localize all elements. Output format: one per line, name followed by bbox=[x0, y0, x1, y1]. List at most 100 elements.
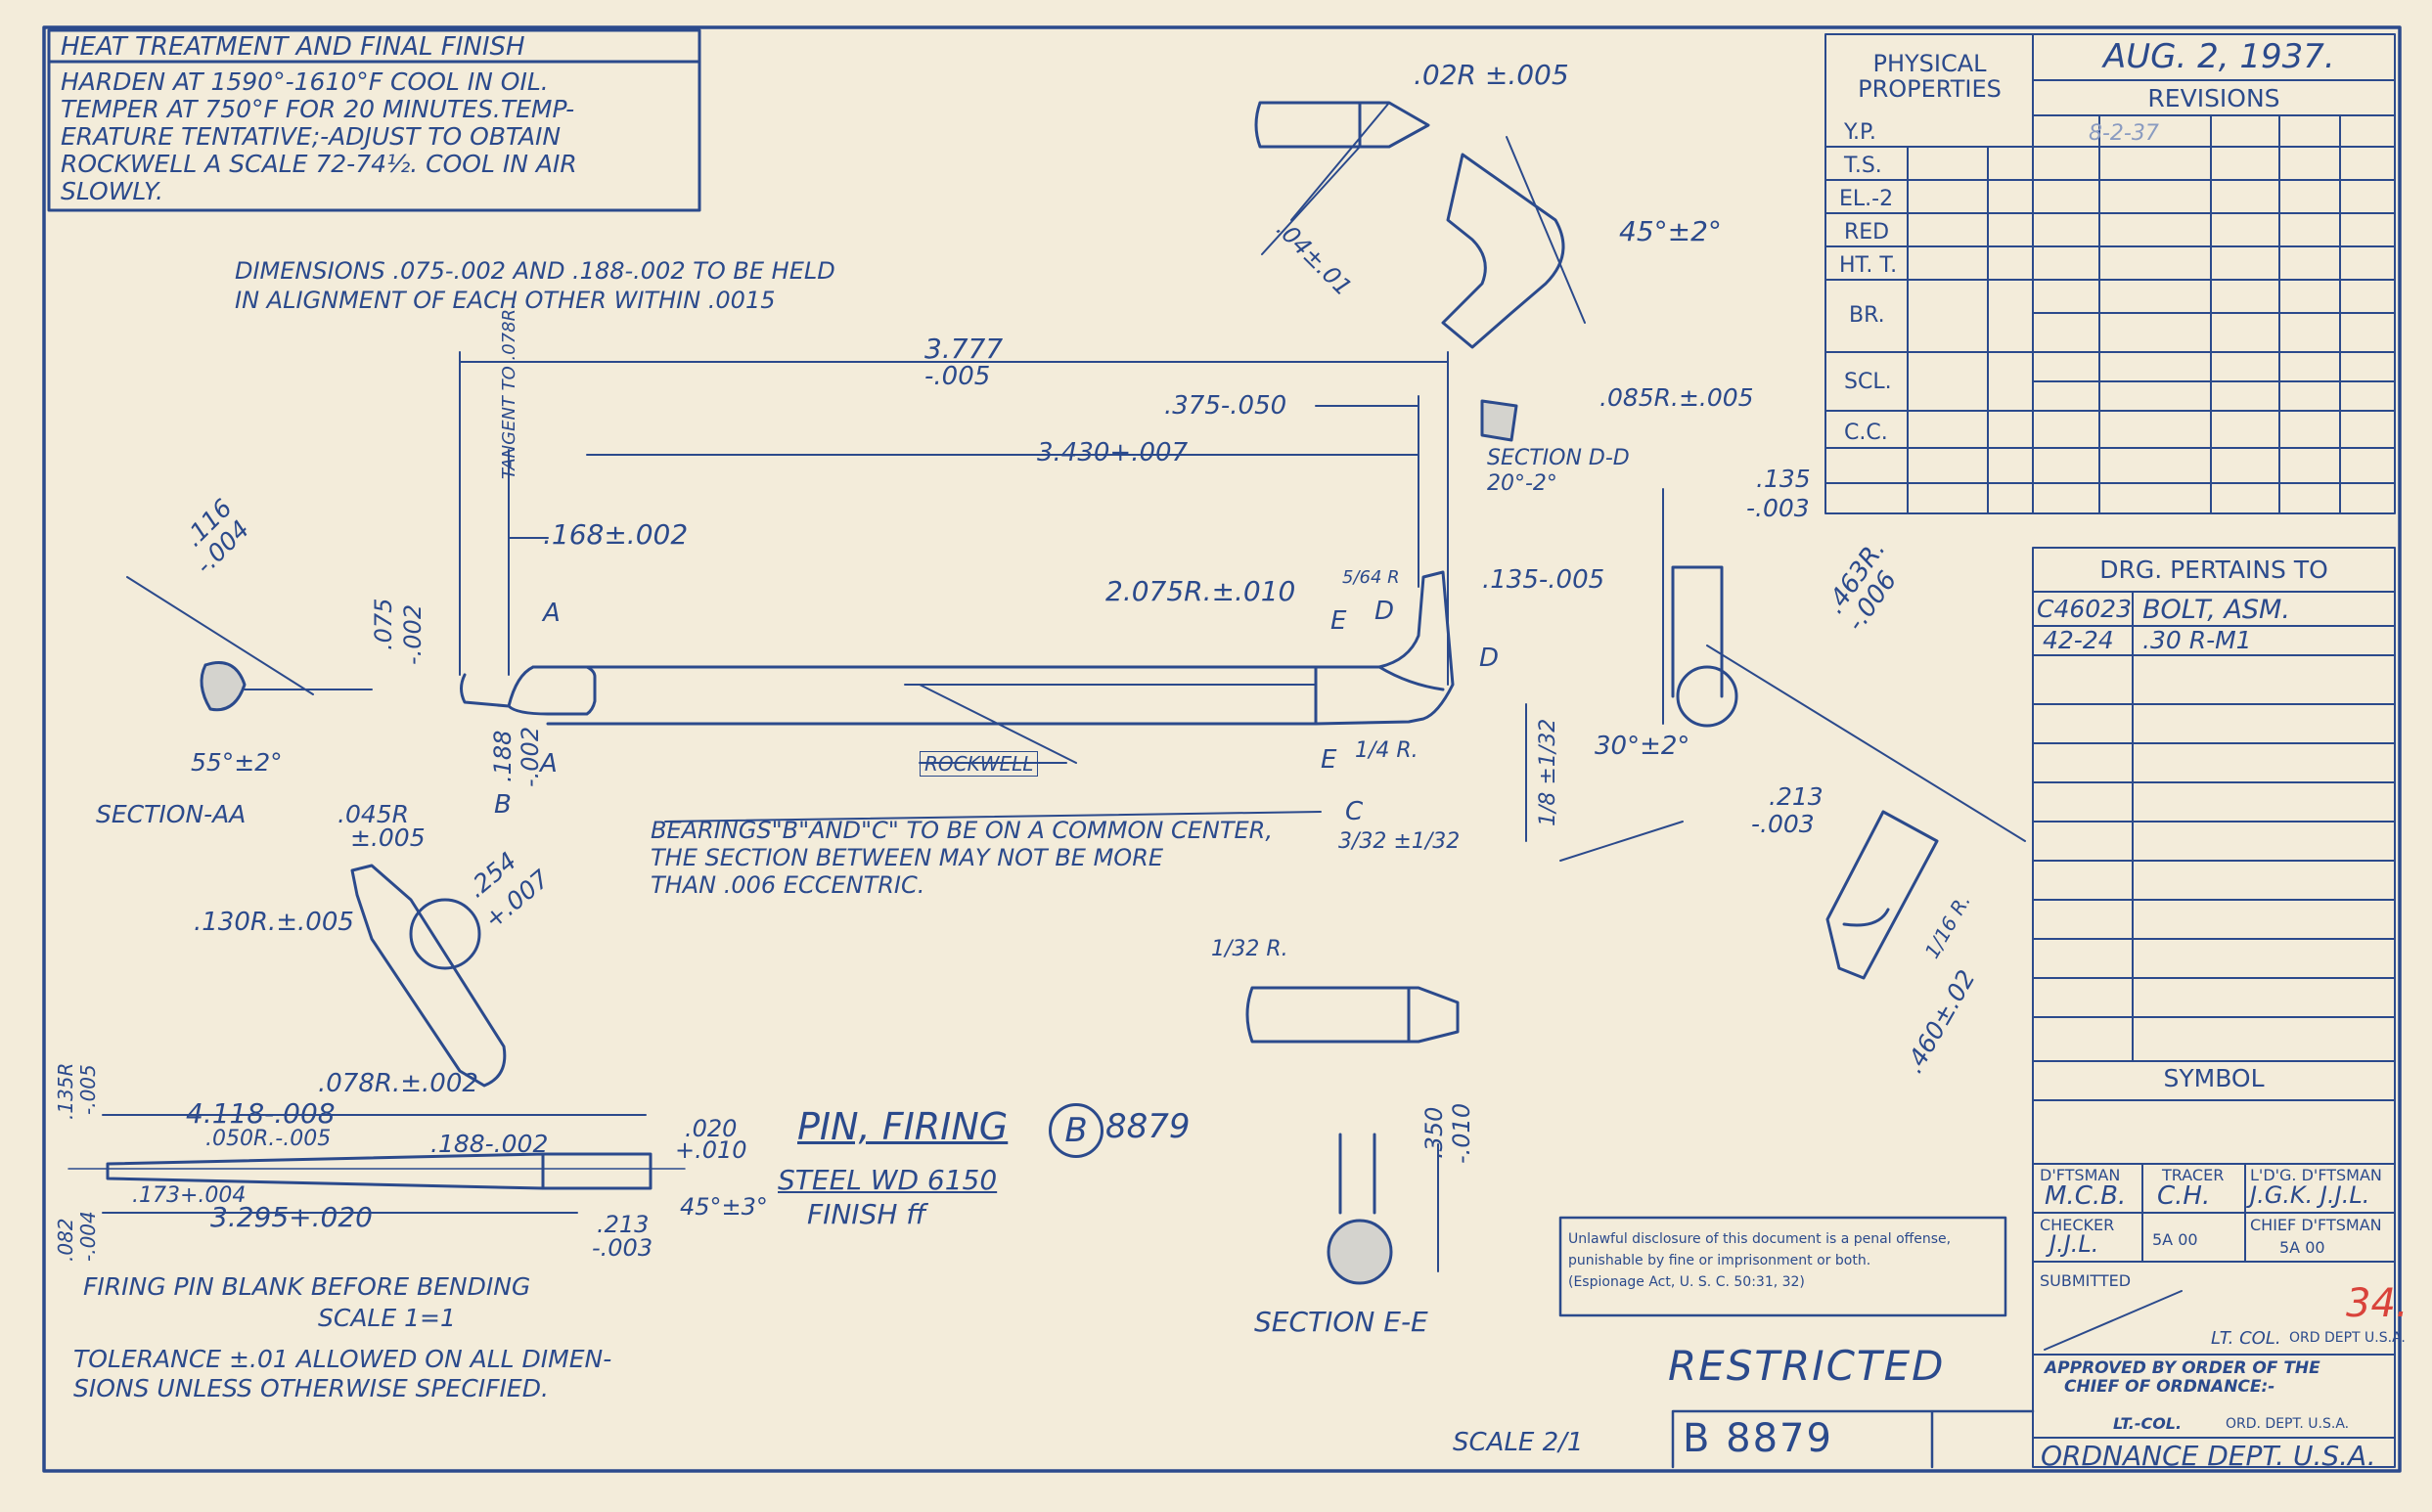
label-c: C bbox=[1345, 797, 1364, 826]
blank-213: .213 bbox=[597, 1211, 650, 1238]
red-mark: 34. bbox=[2346, 1281, 2409, 1326]
dim-168: .168±.002 bbox=[543, 518, 689, 551]
section-ee-label: SECTION E-E bbox=[1254, 1306, 1428, 1338]
notice-box bbox=[1558, 1216, 2007, 1317]
radius-1-32: 1/32 R. bbox=[1211, 937, 1288, 961]
firing-pin-main-view bbox=[460, 570, 1455, 726]
radius-1-4: 1/4 R. bbox=[1355, 738, 1419, 763]
heat-line: HARDEN AT 1590°-1610°F COOL IN OIL. bbox=[61, 67, 549, 96]
revisions-grid bbox=[2032, 33, 2396, 514]
alignment-note: DIMENSIONS .075-.002 AND .188-.002 TO BE… bbox=[235, 256, 835, 315]
approved-dept: ORD. DEPT. U.S.A. bbox=[2226, 1416, 2350, 1432]
dim-3-32: 3/32 ±1/32 bbox=[1338, 829, 1461, 854]
part-circle-letter: B bbox=[1049, 1103, 1103, 1158]
angle-55: 55°±2° bbox=[191, 748, 283, 777]
dim-350: .350 bbox=[1420, 1106, 1448, 1159]
prop-el: EL.-2 bbox=[1839, 187, 1894, 211]
notice-line: Unlawful disclosure of this document is … bbox=[1568, 1231, 1952, 1247]
right-detail bbox=[1671, 565, 1939, 980]
angle-30: 30°±2° bbox=[1595, 732, 1690, 761]
blank-note: FIRING PIN BLANK BEFORE BENDING SCALE 1=… bbox=[83, 1271, 530, 1334]
angle-45: 45°±2° bbox=[1619, 215, 1722, 247]
tracer-signature: C.H. bbox=[2157, 1181, 2211, 1211]
part-name: PIN, FIRING bbox=[797, 1105, 1009, 1148]
prop-red: RED bbox=[1844, 220, 1890, 245]
approved-line: APPROVED BY ORDER OF THE bbox=[2045, 1358, 2320, 1378]
rockwell-label: ROCKWELL bbox=[920, 751, 1039, 777]
drawing-date: AUG. 2, 1937. bbox=[2103, 37, 2335, 76]
prop-br: BR. bbox=[1849, 303, 1885, 328]
dim-075: .075 bbox=[370, 598, 397, 650]
dim-213: .213 bbox=[1769, 782, 1824, 811]
symbol-label: SYMBOL bbox=[2163, 1064, 2265, 1092]
approved-text: APPROVED BY ORDER OF THE CHIEF OF ORDNAN… bbox=[2045, 1359, 2320, 1397]
dftsman-label: D'FTSMAN bbox=[2040, 1166, 2121, 1184]
label-b: B bbox=[494, 790, 512, 820]
blank-173: .173+.004 bbox=[132, 1183, 247, 1208]
label-d-top: D bbox=[1374, 597, 1395, 626]
chief-label: CHIEF D'FTSMAN bbox=[2250, 1216, 2382, 1234]
blank-020: .020 bbox=[685, 1115, 738, 1142]
properties-title: PHYSICAL PROPERTIES bbox=[1829, 51, 2030, 102]
heat-treatment-text: HARDEN AT 1590°-1610°F COOL IN OIL. TEMP… bbox=[61, 68, 577, 205]
properties-title-line: PHYSICAL bbox=[1872, 50, 1987, 77]
approved-role: LT.-COL. bbox=[2113, 1414, 2183, 1433]
tolerance-note: TOLERANCE ±.01 ALLOWED ON ALL DIMEN- SIO… bbox=[73, 1345, 611, 1403]
notice-line: (Espionage Act, U. S. C. 50:31, 32) bbox=[1568, 1274, 1805, 1290]
revision-entry: 8-2-37 bbox=[2089, 121, 2159, 146]
dftsman-signature: M.C.B. bbox=[2045, 1181, 2127, 1211]
blank-050r: .050R.-.005 bbox=[205, 1127, 332, 1151]
prop-cc: C.C. bbox=[1844, 421, 1888, 445]
properties-title-line: PROPERTIES bbox=[1858, 75, 2002, 103]
ordnance-dept: ORDNANCE DEPT. U.S.A. bbox=[2041, 1440, 2376, 1472]
pertains-desc-1: BOLT, ASM. bbox=[2142, 595, 2290, 625]
prop-yp: Y.P. bbox=[1844, 120, 1876, 145]
radius-5-64: 5/64 R bbox=[1342, 567, 1400, 588]
pertains-title: DRG. PERTAINS TO bbox=[2099, 556, 2328, 584]
dim-1-8: 1/8 ±1/32 bbox=[1536, 718, 1560, 826]
blank-3295: 3.295+.020 bbox=[210, 1201, 373, 1233]
note-line: THAN .006 ECCENTRIC. bbox=[651, 871, 925, 899]
number-box bbox=[1671, 1409, 2035, 1469]
scale-label: SCALE 2/1 bbox=[1453, 1428, 1584, 1457]
pertains-desc-2: .30 R-M1 bbox=[2142, 626, 2252, 654]
disclosure-notice: Unlawful disclosure of this document is … bbox=[1568, 1228, 1951, 1293]
dim-078r: .078R.±.002 bbox=[318, 1069, 478, 1098]
blank-135r-tol: -.005 bbox=[76, 1064, 100, 1115]
heat-line: ROCKWELL A SCALE 72-74½. COOL IN AIR bbox=[61, 150, 577, 178]
tracer-label: TRACER bbox=[2162, 1166, 2225, 1184]
restricted-label: RESTRICTED bbox=[1668, 1342, 1946, 1390]
dim-045r-tol: ±.005 bbox=[350, 823, 426, 852]
sheet-border bbox=[42, 25, 2402, 1473]
note-line: FIRING PIN BLANK BEFORE BENDING bbox=[83, 1272, 531, 1301]
bearings-note: BEARINGS"B"AND"C" TO BE ON A COMMON CENT… bbox=[651, 817, 1273, 899]
dimension-lines bbox=[126, 136, 2026, 1272]
label-e-bottom: E bbox=[1321, 745, 1337, 775]
note-line: DIMENSIONS .075-.002 AND .188-.002 TO BE… bbox=[235, 257, 835, 285]
ldg-signature: J.G.K. J.J.L. bbox=[2250, 1181, 2370, 1209]
blank-020-tol: +.010 bbox=[675, 1136, 747, 1164]
prop-ts: T.S. bbox=[1844, 154, 1882, 178]
dim-213-tol: -.003 bbox=[1751, 810, 1815, 838]
dim-3777-tol: -.005 bbox=[924, 362, 991, 391]
checker-label: CHECKER bbox=[2040, 1216, 2115, 1234]
dim-045r: .045R bbox=[338, 800, 410, 828]
submitted-role: LT. COL. bbox=[2211, 1328, 2281, 1349]
small-pin-view bbox=[1245, 986, 1460, 1044]
prop-scl: SCL. bbox=[1844, 370, 1892, 394]
dim-3777: 3.777 bbox=[924, 333, 1004, 365]
heat-treatment-title: HEAT TREATMENT AND FINAL FINISH bbox=[61, 32, 525, 62]
dim-135b: .135-.005 bbox=[1482, 565, 1605, 595]
properties-grid bbox=[1824, 33, 2034, 514]
blank-45: 45°±3° bbox=[680, 1193, 768, 1221]
revisions-title: REVISIONS bbox=[2147, 84, 2280, 112]
label-a-top: A bbox=[543, 599, 561, 628]
submitted-dept: ORD DEPT U.S.A. bbox=[2289, 1330, 2406, 1346]
blank-135r: .135R bbox=[54, 1062, 77, 1120]
pertains-drawing-2: 42-24 bbox=[2043, 626, 2114, 654]
dim-085r: .085R.±.005 bbox=[1599, 383, 1754, 412]
chief-signature: 5A 00 bbox=[2279, 1238, 2325, 1257]
section-aa-label: SECTION-AA bbox=[96, 800, 247, 828]
